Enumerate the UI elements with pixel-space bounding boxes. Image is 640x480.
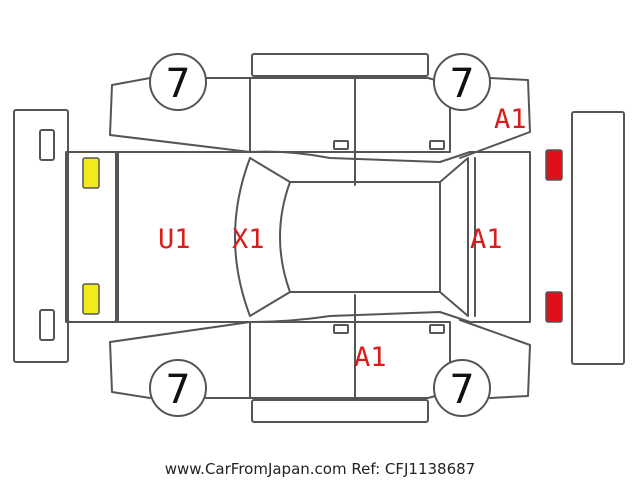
rear-bumper <box>571 111 625 365</box>
tire-rear-right: 7 <box>433 359 491 417</box>
taillight-left <box>545 149 563 181</box>
damage-code-left-rear-door: A1 <box>354 342 387 373</box>
source-reference: www.CarFromJapan.com Ref: CFJ1138687 <box>165 460 475 478</box>
tire-front-left: 7 <box>149 53 207 111</box>
front-bumper <box>13 109 69 363</box>
left-side-body <box>109 53 531 186</box>
headlight-right <box>82 283 100 315</box>
damage-code-rear-right-fender: A1 <box>494 104 527 135</box>
right-side-body <box>109 294 531 423</box>
tire-front-right-rating: 7 <box>165 367 190 413</box>
roof <box>289 181 441 293</box>
headlight-left <box>82 157 100 189</box>
damage-code-roof-rear: A1 <box>470 224 503 255</box>
tire-rear-left-rating: 7 <box>449 61 474 107</box>
rear-window <box>439 157 476 317</box>
tire-front-right: 7 <box>149 359 207 417</box>
damage-code-windshield: X1 <box>232 224 265 255</box>
tire-rear-left: 7 <box>433 53 491 111</box>
tire-front-left-rating: 7 <box>165 61 190 107</box>
tire-rear-right-rating: 7 <box>449 367 474 413</box>
damage-code-hood: U1 <box>158 224 191 255</box>
taillight-right <box>545 291 563 323</box>
windshield <box>234 157 291 317</box>
top-view-body <box>65 150 531 323</box>
